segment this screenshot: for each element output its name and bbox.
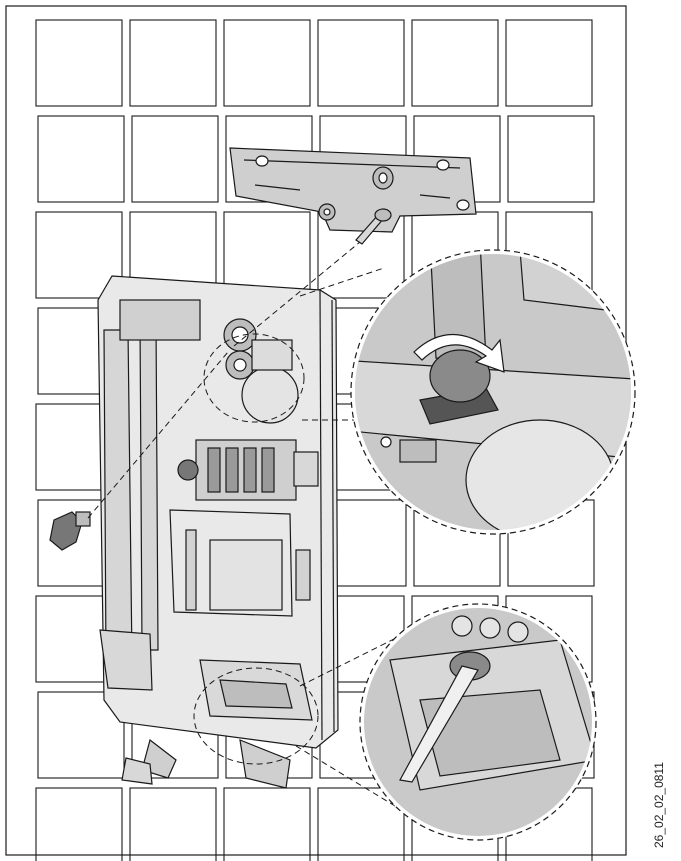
screwdriver-icon	[399, 665, 479, 783]
wall-bracket	[229, 147, 477, 245]
water-heater-device	[97, 275, 339, 789]
wall-tile	[317, 787, 405, 861]
wall-tile	[35, 211, 123, 299]
wall-tile	[35, 787, 123, 861]
wall-tile	[131, 115, 219, 203]
wall-tile	[505, 19, 593, 107]
wall-tile	[317, 19, 405, 107]
wall-tile	[37, 115, 125, 203]
wall-tile	[35, 19, 123, 107]
wall-tile	[37, 691, 125, 779]
leader-lines	[87, 241, 439, 833]
wall-tile	[129, 19, 217, 107]
figure-code: 26_02_02_0811	[652, 762, 666, 848]
wall-tile	[411, 19, 499, 107]
wall-tile	[507, 115, 595, 203]
wall-tile	[223, 787, 311, 861]
wall-tile	[223, 19, 311, 107]
curved-arrow-icon	[413, 333, 505, 373]
knob-icon	[49, 511, 91, 551]
wall-tile	[129, 787, 217, 861]
zoom-detail-screwdriver	[359, 603, 597, 841]
